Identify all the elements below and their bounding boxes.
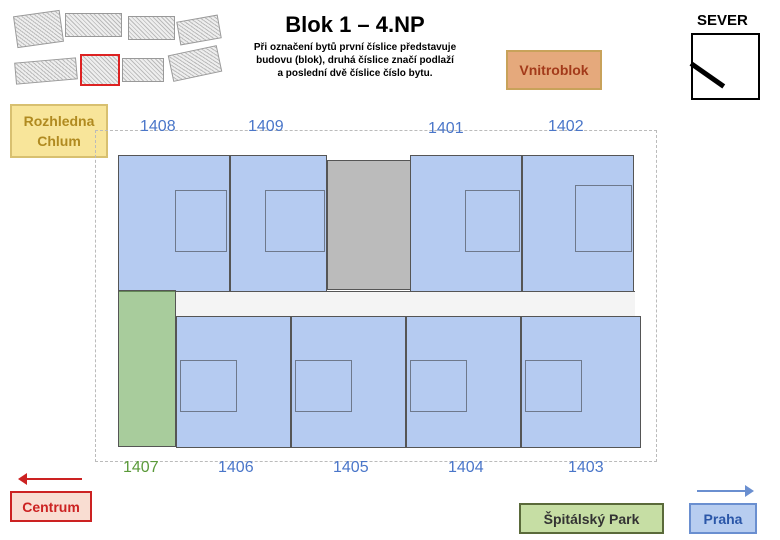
- corridor: [175, 291, 635, 317]
- site-key-map: [10, 8, 223, 88]
- north-compass: [689, 33, 760, 100]
- room: [295, 360, 352, 412]
- apartment-number: 1401: [428, 120, 464, 137]
- apartment-1406[interactable]: [176, 316, 291, 448]
- apartment-number: 1404: [448, 459, 484, 476]
- apartment-number: 1409: [248, 118, 284, 135]
- description-line: budovu (blok), druhá číslice značí podla…: [256, 55, 454, 66]
- sever-label: SEVER: [697, 12, 748, 29]
- praha-label: Praha: [689, 503, 757, 534]
- current-block-highlight: [80, 54, 120, 86]
- apartment-1405[interactable]: [291, 316, 406, 448]
- page-title: Blok 1 – 4.NP: [285, 12, 425, 37]
- apartment-number: 1405: [333, 459, 369, 476]
- apartment-1401[interactable]: [410, 155, 522, 292]
- room: [180, 360, 237, 412]
- arrow-left-icon: [18, 473, 82, 485]
- spitalsky-park-label: Špitálský Park: [519, 503, 664, 534]
- arrow-right-icon: [697, 485, 754, 497]
- rozhledna-label: Rozhledna Chlum: [10, 104, 108, 158]
- floor-plan-grid: [95, 130, 657, 462]
- stair-core: [327, 160, 411, 290]
- apartment-number: 1402: [548, 118, 584, 135]
- centrum-label: Centrum: [10, 491, 92, 522]
- room: [525, 360, 582, 412]
- room: [265, 190, 325, 252]
- description: Při označení bytů první číslice představ…: [240, 41, 470, 80]
- apartment-number: 1408: [140, 118, 176, 135]
- apartment-number: 1403: [568, 459, 604, 476]
- room: [465, 190, 520, 252]
- vnitroblok-label: Vnitroblok: [506, 50, 602, 90]
- room: [410, 360, 467, 412]
- room: [175, 190, 227, 252]
- apartment-1404[interactable]: [406, 316, 521, 448]
- description-line: a poslední dvě číslice číslo bytu.: [277, 68, 433, 79]
- apartment-1402[interactable]: [522, 155, 634, 292]
- apartment-number: 1407: [123, 459, 159, 476]
- apartment-1407[interactable]: [118, 290, 176, 447]
- apartment-number: 1406: [218, 459, 254, 476]
- room: [575, 185, 632, 252]
- description-line: Při označení bytů první číslice představ…: [253, 42, 457, 53]
- apartment-1409[interactable]: [230, 155, 327, 292]
- north-arrow-icon: [689, 61, 726, 89]
